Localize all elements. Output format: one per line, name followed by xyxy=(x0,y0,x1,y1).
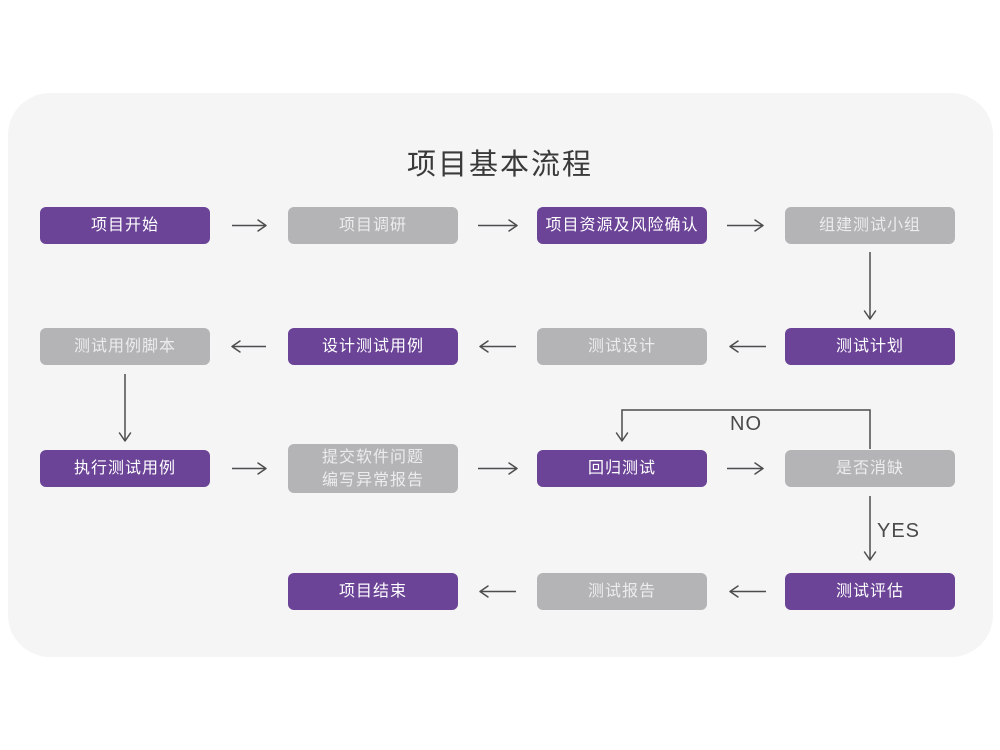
node-label: 项目结束 xyxy=(338,583,407,600)
node-label-line2: 编写异常报告 xyxy=(321,471,424,489)
node-label: 项目开始 xyxy=(90,217,159,234)
node-label: 测试设计 xyxy=(587,338,656,355)
node-project-start: 项目开始 xyxy=(40,207,210,244)
node-label-line1: 提交软件问题 xyxy=(321,448,424,466)
node-label: 测试用例脚本 xyxy=(73,338,176,355)
node-test-evaluation: 测试评估 xyxy=(785,573,955,610)
node-execute-test-case: 执行测试用例 xyxy=(40,450,210,487)
node-test-design: 测试设计 xyxy=(537,328,707,365)
flowchart-card xyxy=(8,93,993,657)
node-project-end: 项目结束 xyxy=(288,573,458,610)
node-label: 组建测试小组 xyxy=(818,217,921,234)
node-label: 回归测试 xyxy=(587,460,656,477)
node-submit-issue-report: 提交软件问题 编写异常报告 xyxy=(288,444,458,493)
node-label: 测试报告 xyxy=(587,583,656,600)
node-label: 是否消缺 xyxy=(835,460,904,477)
node-test-plan: 测试计划 xyxy=(785,328,955,365)
branch-label-no: NO xyxy=(730,413,762,435)
node-label: 项目资源及风险确认 xyxy=(545,217,699,234)
node-label: 测试评估 xyxy=(835,583,904,600)
node-label: 测试计划 xyxy=(835,338,904,355)
node-test-report: 测试报告 xyxy=(537,573,707,610)
node-regression-test: 回归测试 xyxy=(537,450,707,487)
node-resources-risk-confirm: 项目资源及风险确认 xyxy=(537,207,707,244)
node-form-test-team: 组建测试小组 xyxy=(785,207,955,244)
node-label: 设计测试用例 xyxy=(321,338,424,355)
node-defect-cleared-decision: 是否消缺 xyxy=(785,450,955,487)
node-project-research: 项目调研 xyxy=(288,207,458,244)
node-test-case-script: 测试用例脚本 xyxy=(40,328,210,365)
node-label: 执行测试用例 xyxy=(73,460,176,477)
page-title: 项目基本流程 xyxy=(406,149,593,181)
node-label: 项目调研 xyxy=(338,217,407,234)
branch-label-yes: YES xyxy=(877,520,921,542)
node-design-test-case: 设计测试用例 xyxy=(288,328,458,365)
